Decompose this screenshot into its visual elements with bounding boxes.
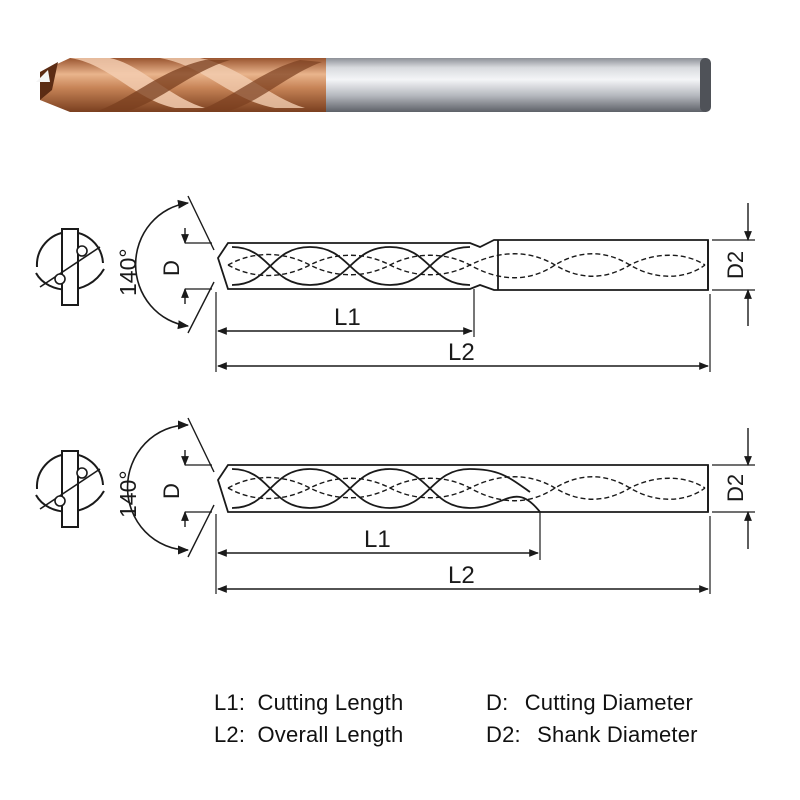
diagram-1: 140° D D2 L1 L2 [35,195,755,372]
angle-label: 140° [115,248,141,296]
d2-label: D2 [723,251,748,279]
drill-hidden-helix [227,253,706,279]
drill-photo [36,58,711,112]
d-label: D [159,483,184,499]
l1-label: L1 [364,526,391,553]
point-angle-arc [134,199,190,330]
drill-outline [217,239,709,291]
d2-label: D2 [723,474,748,502]
d-label: D [159,260,184,276]
angle-label: 140° [115,470,141,518]
drill-hidden-helix [227,476,706,502]
cross-section-icon [35,450,105,528]
diagram-2: 140° D D2 L1 L2 [35,417,755,594]
point-angle-arc [126,420,190,555]
l2-label: L2 [448,339,475,366]
l1-label: L1 [334,304,361,331]
drill-flute-photo [36,58,326,112]
drill-outline [217,464,709,513]
l2-label: L2 [448,562,475,589]
drill-shank-photo [318,58,710,112]
cross-section-icon [35,228,105,306]
